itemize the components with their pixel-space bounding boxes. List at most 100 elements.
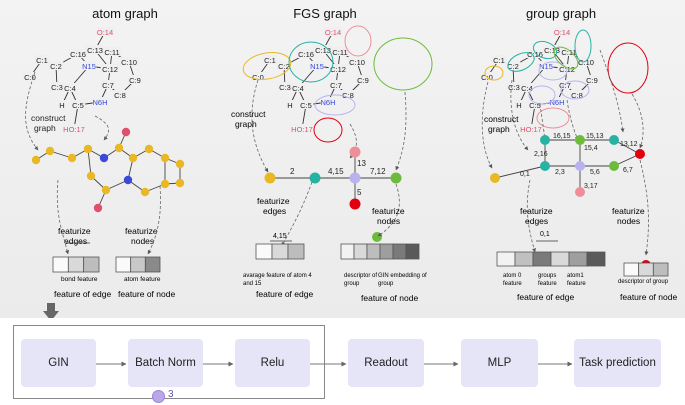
atom-featurize-nodes-2: nodes — [131, 236, 154, 246]
atom-label: C:3 — [508, 83, 520, 92]
group-node-feature-cell — [638, 262, 654, 277]
atom-label: C:7 — [559, 81, 571, 90]
atom-graph-node — [114, 143, 124, 153]
fgs-graph-label: 4,15 — [328, 167, 344, 176]
fgs-graph-title: FGS graph — [293, 6, 357, 21]
atom-graph-node — [175, 159, 185, 169]
atom-graph-title: atom graph — [92, 6, 158, 21]
atom-node-caption: feature of node — [118, 289, 175, 299]
pipeline-readout: Readout — [348, 339, 424, 387]
fgs-node-desc-right-1: GIN embedding of — [378, 273, 427, 279]
atom-label-bg — [112, 90, 128, 99]
group-graph-label: 2,16 — [534, 151, 548, 158]
fgs-node-desc-left-2: group — [344, 281, 360, 287]
atom-construct-text-2: graph — [34, 123, 56, 133]
atom-label: C:9 — [129, 76, 141, 85]
atom-label: C:11 — [332, 48, 347, 57]
atom-label: HO:17 — [520, 125, 542, 134]
atom-label: C:9 — [357, 76, 369, 85]
atom-label: H — [59, 101, 64, 110]
atom-label: C:8 — [342, 91, 354, 100]
atom-edge-feature-cell — [67, 256, 85, 273]
group-construct-arrows — [481, 49, 644, 169]
atom-edge-feature-cell — [83, 256, 100, 273]
group-edge-box-label-1a: groups — [538, 273, 556, 279]
fgs-node-feature-cell — [340, 243, 355, 260]
group-edge-feature-cell — [496, 251, 516, 267]
fgs-construct-text-2: graph — [235, 119, 257, 129]
atom-graph-node — [128, 153, 138, 163]
atom-featurize-edges-2: edges — [64, 236, 87, 246]
atom-label: O:14 — [97, 28, 113, 37]
fgs-construct-text-1: construct — [231, 109, 266, 119]
atom-label-bg — [296, 49, 316, 58]
group-graph-node — [635, 149, 645, 159]
group-node-desc: descriptor of group — [618, 279, 669, 285]
fgs-node-feature-cell — [379, 243, 394, 260]
group-ellipses — [484, 29, 649, 129]
atom-label-bg — [62, 83, 78, 92]
atom-label: C:4 — [521, 84, 533, 93]
atom-label-bg — [525, 49, 545, 58]
atom-label-bg — [557, 80, 573, 89]
atom-label-bg — [298, 100, 314, 109]
atom-label: C:10 — [121, 58, 137, 67]
group-edge-box-label-0b: feature — [503, 281, 522, 287]
atom-edge-caption: feature of edge — [54, 289, 111, 299]
fgs-featurize-arrows — [281, 181, 400, 247]
group-edge-box-label-2a: atom1 — [567, 273, 584, 279]
group-graph-node — [540, 161, 550, 171]
atom-label: N15 — [82, 62, 96, 71]
atom-label: C:12 — [330, 65, 346, 74]
fgs-featurize-edges-2: edges — [263, 206, 286, 216]
repeat-icon — [152, 390, 165, 403]
atom-label-bg — [505, 61, 521, 70]
atom-label-bg — [290, 124, 314, 133]
atom-label: C:13 — [544, 46, 560, 55]
atom-graph-network — [31, 127, 185, 213]
fgs-graph-label: 5 — [357, 188, 362, 197]
atom-label-bg — [58, 100, 66, 109]
group-graph-node — [540, 135, 550, 145]
atom-graph-node — [160, 153, 170, 163]
atom-label: C:1 — [493, 56, 505, 65]
fgs-group-ellipses — [242, 25, 433, 143]
fgs-graph-node — [349, 146, 361, 158]
group-graph-label: 13,12 — [620, 141, 638, 148]
atom-construct-label: construct graph — [31, 113, 66, 133]
fgs-graph-node — [264, 172, 276, 184]
atom-label: N6H — [92, 98, 107, 107]
atom-label: H — [287, 101, 292, 110]
group-edge-feature-cell — [532, 251, 552, 267]
group-graph-label: 5,6 — [590, 169, 600, 176]
atom-label-bg — [119, 57, 139, 66]
atom-label: N6H — [549, 98, 564, 107]
atom-label: C:5 — [72, 101, 84, 110]
pipeline-relu: Relu — [235, 339, 310, 387]
atom-label-bg — [330, 47, 350, 56]
fgs-featurize-nodes-1: featurize — [372, 206, 405, 216]
atom-label: O:14 — [325, 28, 341, 37]
fgs-node-feature-cell — [392, 243, 407, 260]
atom-label-bg — [552, 27, 572, 36]
atom-graph-node — [101, 185, 111, 195]
group-construct-text-2: graph — [488, 124, 510, 134]
atom-label: C:5 — [300, 101, 312, 110]
group-edge-feature-cell — [586, 251, 606, 267]
atom-label-bg — [250, 72, 266, 81]
atom-graph-node — [140, 187, 150, 197]
atom-graph-node — [160, 179, 170, 189]
atom-label: O:14 — [554, 28, 570, 37]
atom-label-bg — [519, 83, 535, 92]
gnn-layer-frame — [13, 325, 325, 399]
group-graph-title: group graph — [525, 6, 597, 21]
atom-label-bg — [527, 100, 543, 109]
atom-label-bg — [262, 55, 278, 64]
fgs-node-sample — [372, 232, 382, 242]
atom-label-bg — [102, 47, 122, 56]
atom-label-bg — [313, 45, 333, 54]
atom-label-bg — [49, 82, 65, 91]
atom-label: C:13 — [87, 46, 103, 55]
